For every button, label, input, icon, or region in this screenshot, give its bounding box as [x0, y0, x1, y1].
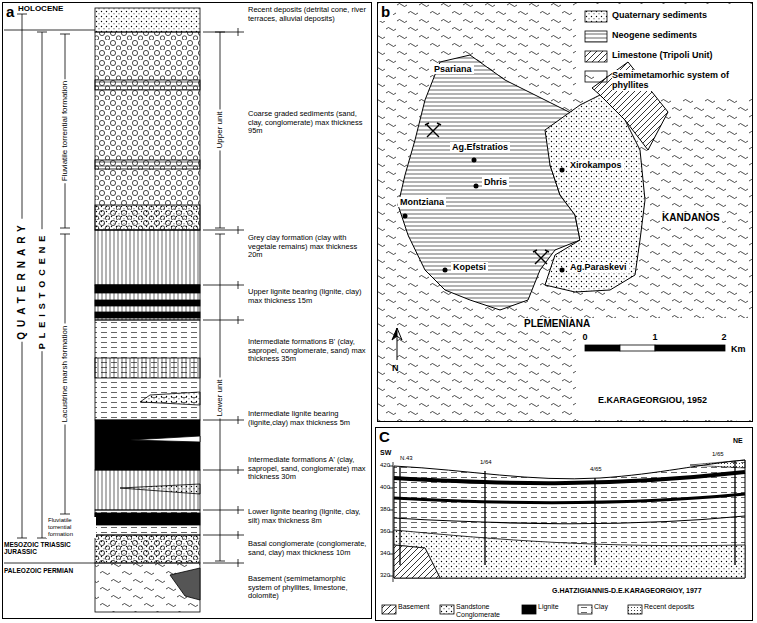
place-name: Psariana — [432, 64, 474, 74]
legend-text: Basement — [398, 603, 438, 611]
layer-description: Lower lignite bearing (lignite, clay, si… — [248, 508, 368, 525]
stratigraphic-column — [95, 8, 200, 612]
era-label: MESOZOIC TRIASSIC JURASSIC — [4, 541, 84, 556]
layer-description: Upper lignite bearing (lignite, clay) ma… — [248, 288, 368, 305]
legend-swatch — [382, 605, 396, 614]
elevation-value: 340 — [375, 550, 390, 557]
north-label: N — [392, 363, 399, 373]
panel-letter: C — [376, 429, 393, 446]
scale-value: 1 — [652, 332, 657, 342]
unit-label: Lower unit — [215, 378, 224, 419]
layer-description: Grey clay formation (clay with vegetale … — [248, 234, 368, 260]
layer-description: Basal conglomerate (conglomerate, sand, … — [248, 540, 368, 557]
legend-swatch — [628, 605, 642, 614]
period-label: QUATERNARY — [16, 218, 28, 341]
era-label: PALEOZOIC PERMIAN — [4, 567, 84, 574]
elevation-value: 400 — [375, 484, 390, 491]
formation-label: Fluviatile torrential formation — [46, 517, 96, 538]
formation-label: Fluviatile torrential formation — [60, 79, 69, 183]
place-name: Montziana — [398, 197, 446, 207]
place-name: Ag.Paraskevi — [568, 262, 629, 272]
layer-description: Intermediate formations A' (clay, saprop… — [248, 456, 368, 482]
layer-description: Intermediate formations B' (clay, saprop… — [248, 338, 368, 364]
direction-label: NE — [733, 437, 743, 445]
epoch-label: PLEISTOCENE — [37, 229, 47, 351]
cross-section — [389, 460, 745, 582]
elevation-value: 320 — [375, 572, 390, 579]
place-name: KANDANOS — [660, 212, 722, 224]
credit-note: G.HATZIGIANNIS-D.E.KARAGEORGIOY, 1977 — [552, 587, 702, 595]
borehole-label: 1/64 — [480, 459, 492, 466]
legend-text: Recent deposits — [644, 603, 716, 611]
legend-text: Quaternary sediments — [612, 10, 750, 20]
place-name: Kopetsi — [451, 262, 488, 272]
epoch-label: HOLOCENE — [18, 4, 63, 13]
borehole-label: N.43 — [400, 455, 413, 462]
layer-description: Coarse graded sediments (sand, clay, con… — [248, 110, 368, 136]
legend-swatch — [585, 51, 607, 62]
panel-letter: b — [378, 4, 393, 21]
legend-swatch — [578, 605, 592, 614]
place-name: Ag.Efstratios — [450, 142, 510, 152]
unit-label: Upper unit — [215, 110, 224, 151]
legend-text: Clay — [594, 603, 624, 611]
legend-text: Limestone (Tripoli Unit) — [612, 50, 750, 60]
legend-swatch — [585, 11, 607, 22]
layer-description: Recent deposits (detrital cone, river te… — [248, 6, 368, 23]
layer-description: Intermediate lignite bearing (lignite,cl… — [248, 410, 368, 427]
place-name: Dhris — [482, 177, 509, 187]
elevation-value: 360 — [375, 528, 390, 535]
panel-letter: a — [3, 4, 17, 21]
place-name: PLEMENIANA — [522, 318, 592, 330]
scale-value: 0 — [582, 332, 587, 342]
borehole-label: 1/65 — [712, 451, 724, 458]
geological-map — [378, 3, 753, 421]
credit-note: E.KARAGEORGIOU, 1952 — [598, 395, 707, 405]
elevation-value: 420 — [375, 462, 390, 469]
legend-text: Neogene sediments — [612, 30, 750, 40]
formation-label: Lacustrine marsh formation — [60, 324, 69, 425]
direction-label: SW — [380, 449, 391, 457]
scale-unit: Km — [731, 344, 746, 354]
scale-value: 2 — [721, 332, 726, 342]
place-name: Xirokampos — [568, 160, 624, 170]
legend-swatch — [440, 605, 454, 614]
elevation-value: 380 — [375, 506, 390, 513]
column-brackets — [4, 14, 244, 567]
legend-swatch — [585, 31, 607, 42]
borehole-label: 4/65 — [590, 466, 602, 473]
legend-text: Semimetamorhic system of phyllites — [612, 70, 750, 91]
legend-swatch — [585, 71, 607, 82]
legend-text: Sandstone Conglomerate — [456, 603, 514, 619]
legend-text: Lignite — [538, 603, 574, 611]
layer-description: Basement (semimetamorphic system of phyl… — [248, 575, 368, 601]
legend-swatch — [522, 605, 536, 614]
